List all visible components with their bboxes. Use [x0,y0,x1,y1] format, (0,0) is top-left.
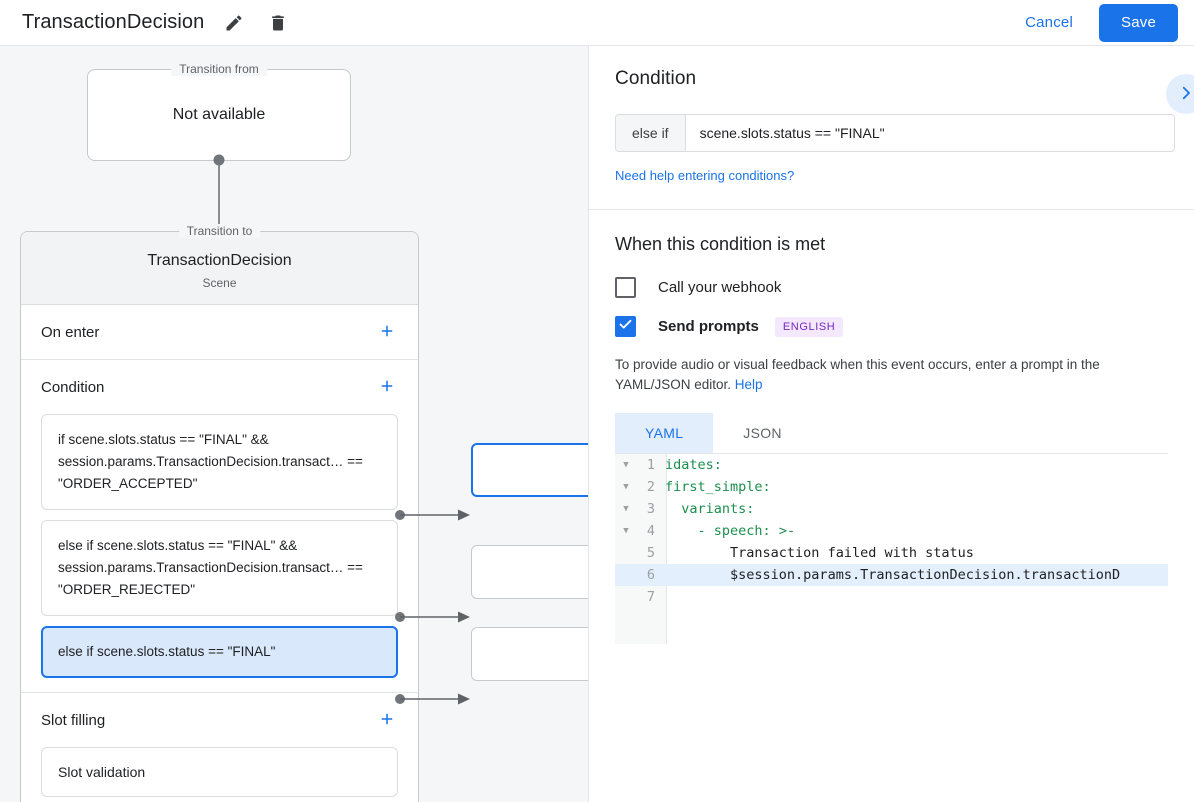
fold-arrow-icon[interactable]: ▼ [623,482,629,492]
condition-detail-panel: Condition else if Need help entering con… [588,46,1194,802]
code-text: Transaction failed with status [730,545,974,561]
prompts-helper-body: To provide audio or visual feedback when… [615,357,1100,392]
condition-edge-1 [395,509,470,521]
editor-lines: ▼ 1 idates: ▼ 2 first_simple: ▼ 3 varian… [615,454,1168,608]
expand-panel-button[interactable] [1166,74,1194,114]
line-number: 3 [646,501,655,517]
send-prompts-label: Send prompts [658,318,759,335]
chevron-right-icon [1177,84,1194,105]
code-line: ▼ 4 - speech: >- [615,520,1168,542]
plus-icon [378,710,396,731]
conditions-help-link[interactable]: Need help entering conditions? [615,168,795,183]
tab-json[interactable]: JSON [713,413,812,453]
code-indent [661,545,730,561]
edit-name-button[interactable] [220,9,248,37]
section-on-enter: On enter [21,305,418,360]
code-indent [661,567,730,583]
prompts-help-link[interactable]: Help [734,377,763,392]
prompts-helper-text: To provide audio or visual feedback when… [615,355,1168,395]
code-line-active: 6 $session.params.TransactionDecision.tr… [615,564,1168,586]
yaml-editor[interactable]: ▼ 1 idates: ▼ 2 first_simple: ▼ 3 varian… [615,454,1168,644]
transition-from-box: Transition from Not available [87,62,351,161]
tab-yaml[interactable]: YAML [615,413,714,453]
panel-heading: Condition [615,68,697,89]
send-prompts-row: Send prompts ENGLISH [615,316,1168,337]
section-title-on-enter: On enter [41,323,100,341]
line-number: 7 [646,589,655,605]
condition-edge-3 [395,693,470,705]
when-met-heading: When this condition is met [615,234,826,254]
code-text: idates: [665,457,722,473]
line-number: 6 [646,567,655,583]
scene-header: TransactionDecision Scene [21,232,418,305]
pencil-icon [224,13,244,33]
condition-prefix-label: else if [616,115,686,151]
webhook-row: Call your webhook [615,277,1168,298]
line-number: 1 [646,457,655,473]
fold-arrow-icon[interactable]: ▼ [623,526,629,536]
code-line: ▼ 1 idates: [615,454,1168,476]
transition-from-value: Not available [172,106,266,123]
slot-validation-card[interactable]: Slot validation [41,747,398,797]
transition-to-card: Transition to TransactionDecision Scene … [20,224,419,802]
section-condition: Condition if scene.slots.status == "FINA… [21,360,418,693]
condition-edge-2 [395,611,470,623]
transition-target-box[interactable] [471,545,588,599]
when-condition-met-section: When this condition is met Call your web… [589,210,1194,644]
editor-gutter [615,454,667,644]
add-slot-filling-button[interactable] [376,709,398,731]
add-condition-button[interactable] [376,376,398,398]
top-bar-actions: Cancel Save [1011,3,1194,42]
line-number: 5 [646,545,655,561]
condition-editor-section: Condition else if Need help entering con… [589,46,1194,209]
code-text: variants: [681,501,755,517]
condition-input-row: else if [615,114,1175,152]
code-indent [661,501,681,517]
call-webhook-checkbox[interactable] [615,277,636,298]
line-number: 4 [646,523,655,539]
cancel-button[interactable]: Cancel [1011,6,1087,39]
fold-arrow-icon[interactable]: ▼ [623,460,629,470]
section-slot-filling: Slot filling Slot validation [21,693,418,802]
code-suffix: >- [770,523,796,539]
transition-target-box[interactable] [471,443,588,497]
transition-to-legend: Transition to [178,224,261,238]
code-text: first_simple: [665,479,771,495]
code-text: $session.params.TransactionDecision.tran… [730,567,1121,583]
save-button[interactable]: Save [1099,3,1178,42]
add-on-enter-button[interactable] [376,321,398,343]
editor-format-tabs: YAML JSON [615,413,1168,454]
transition-target-box[interactable] [471,627,588,681]
condition-card-selected[interactable]: else if scene.slots.status == "FINAL" [41,626,398,678]
code-line: ▼ 3 variants: [615,498,1168,520]
send-prompts-checkbox[interactable] [615,316,636,337]
scene-type: Scene [202,276,237,290]
code-line: 5 Transaction failed with status [615,542,1168,564]
condition-card[interactable]: else if scene.slots.status == "FINAL" &&… [41,520,398,616]
plus-icon [378,322,396,343]
section-title-condition: Condition [41,378,105,396]
condition-list: if scene.slots.status == "FINAL" && sess… [21,414,418,692]
language-badge: ENGLISH [774,316,844,337]
section-title-slot-filling: Slot filling [41,711,106,729]
code-line: 7 [615,586,1168,608]
scene-name: TransactionDecision [147,252,292,269]
panel-divider [589,209,1194,210]
trash-icon [268,13,288,33]
fold-arrow-icon[interactable]: ▼ [623,504,629,514]
check-icon [618,317,633,337]
code-line: ▼ 2 first_simple: [615,476,1168,498]
condition-expression-input[interactable] [685,115,1174,151]
code-indent: - [665,523,714,539]
line-number: 2 [646,479,655,495]
condition-card[interactable]: if scene.slots.status == "FINAL" && sess… [41,414,398,510]
delete-button[interactable] [264,9,292,37]
page-title: TransactionDecision [22,11,205,33]
call-webhook-label: Call your webhook [658,279,782,296]
transition-from-legend: Transition from [171,62,267,76]
top-bar: TransactionDecision Cancel Save [0,0,1194,46]
code-text: speech: [713,523,771,539]
plus-icon [378,377,396,398]
scene-canvas[interactable]: Transition from Not available Transition… [0,46,588,802]
